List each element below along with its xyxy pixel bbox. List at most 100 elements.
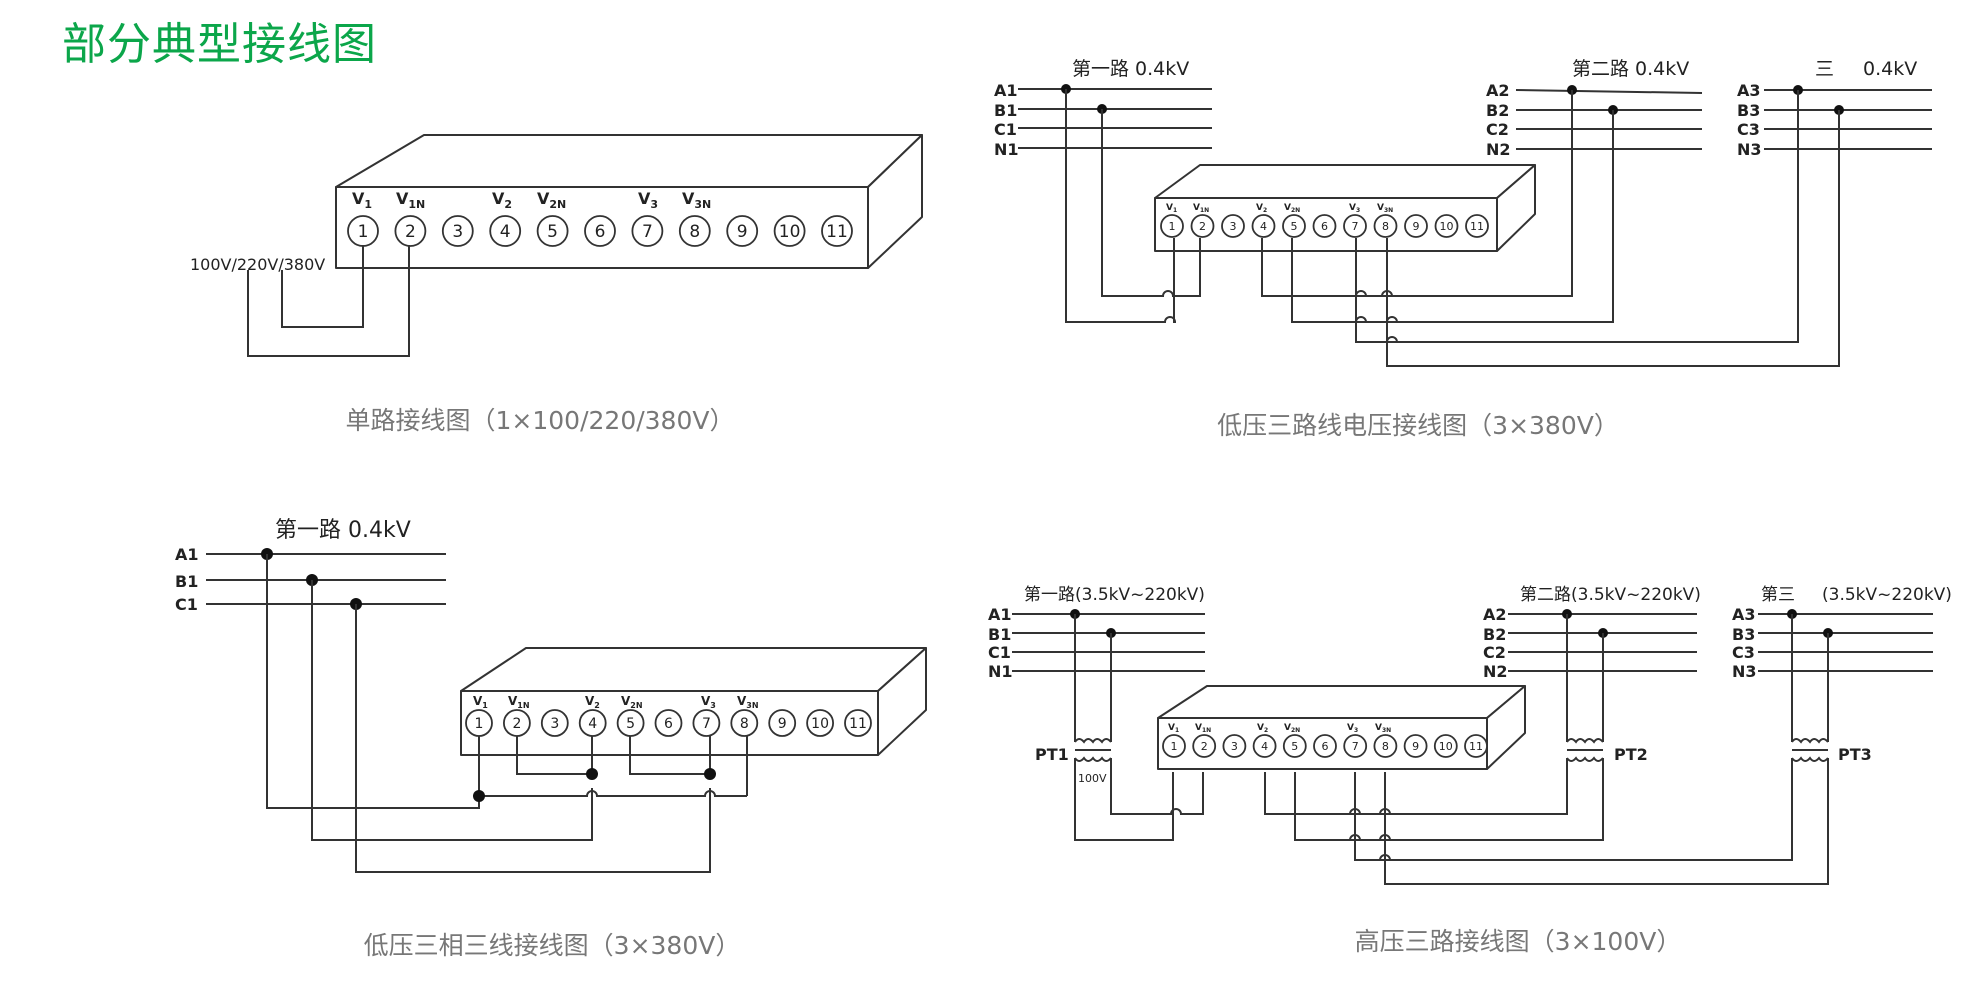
terminal-9 <box>1404 214 1428 238</box>
terminal-3 <box>1222 734 1247 758</box>
terminal-4 <box>1252 734 1277 758</box>
terminal-5 <box>1282 734 1307 758</box>
terminal-number: 6 <box>1321 220 1328 233</box>
terminal-8 <box>1373 214 1398 238</box>
terminal-5 <box>536 215 569 247</box>
terminal-number: 4 <box>1260 220 1267 233</box>
pt3-label: PT3 <box>1838 745 1872 764</box>
terminal-8 <box>1373 734 1398 758</box>
label-v1n: V1N <box>508 694 530 710</box>
terminal-number: 2 <box>405 222 416 242</box>
terminal-number: 7 <box>1352 740 1359 753</box>
terminal-number: 11 <box>826 222 848 242</box>
terminal-number: 10 <box>1439 740 1453 753</box>
group1-header: 第一路(3.5kV~220kV) <box>1024 585 1205 605</box>
terminal-number: 4 <box>588 716 597 732</box>
label-v3: V3 <box>701 694 716 710</box>
label-v3n: V3N <box>737 694 759 710</box>
label-v3n: V3N <box>1377 203 1393 214</box>
terminal-number: 2 <box>512 716 521 732</box>
terminal-3 <box>441 215 474 247</box>
terminal-number: 11 <box>1470 220 1484 233</box>
terminal-11 <box>821 215 853 247</box>
label-v1: V1 <box>1168 723 1179 734</box>
line-label: B3 <box>1737 101 1760 120</box>
input-voltage-label: 100V/220V/380V <box>190 255 325 274</box>
label-v2n: V2N <box>621 694 643 710</box>
group1-header: 第一路 0.4kV <box>275 518 411 543</box>
label-v1: V1 <box>473 694 488 710</box>
terminal-number: 11 <box>849 716 867 732</box>
terminal-number: 3 <box>1231 740 1238 753</box>
terminal-11 <box>1465 214 1489 238</box>
pt2-label: PT2 <box>1614 745 1648 764</box>
line-label: N2 <box>1483 662 1508 681</box>
terminal-11 <box>844 709 872 737</box>
line-label: N2 <box>1486 140 1511 159</box>
label-v1n: V1N <box>396 189 425 211</box>
terminal-2 <box>1190 214 1215 238</box>
terminal-6 <box>654 709 683 737</box>
terminal-number: 10 <box>779 222 801 242</box>
label-v2: V2 <box>1256 203 1267 214</box>
label-v3n: V3N <box>1375 723 1391 734</box>
label-v2: V2 <box>585 694 600 710</box>
label-v3: V3 <box>638 189 658 211</box>
page-title: 部分典型接线图 <box>62 19 377 70</box>
terminal-number: 6 <box>595 222 606 242</box>
terminal-number: 11 <box>1469 740 1483 753</box>
terminal-number: 1 <box>1169 220 1176 233</box>
terminal-number: 4 <box>500 222 511 242</box>
label-v2: V2 <box>492 189 512 211</box>
terminal-number: 3 <box>1230 220 1237 233</box>
terminal-number: 1 <box>1171 740 1178 753</box>
line-label: A2 <box>1483 605 1507 624</box>
diagram-hv: 第一路(3.5kV~220kV) 第二路(3.5kV~220kV) 第三 (3.… <box>988 585 1952 885</box>
line-label: B2 <box>1486 101 1509 120</box>
line-label: B2 <box>1483 625 1506 644</box>
pt1-secondary-label: 100V <box>1078 772 1107 785</box>
line-label: A1 <box>175 545 199 564</box>
terminal-7 <box>631 215 664 247</box>
caption-lv-3phase: 低压三相三线接线图（3×380V） <box>364 931 741 960</box>
terminal-10 <box>773 215 806 247</box>
terminal-2 <box>394 215 427 247</box>
terminal-number: 5 <box>1291 220 1298 233</box>
terminal-number: 7 <box>1352 220 1359 233</box>
terminal-number: 4 <box>1261 740 1268 753</box>
terminal-5 <box>1282 214 1306 238</box>
diagram-lv-voltage: 第一路 0.4kV 第二路 0.4kV 三 0.4kV A1 B1 C1 N1 … <box>994 58 1932 367</box>
line-label: C2 <box>1483 643 1506 662</box>
label-v1n: V1N <box>1193 203 1209 214</box>
terminal-number: 9 <box>778 716 787 732</box>
terminal-number: 10 <box>1440 220 1454 233</box>
pt2-transformer <box>1264 614 1604 841</box>
group2-header: 第二路(3.5kV~220kV) <box>1520 585 1701 605</box>
line-label: B1 <box>175 572 198 591</box>
terminal-4 <box>1251 214 1276 238</box>
label-v2n: V2N <box>1284 203 1300 214</box>
line-label: A3 <box>1737 81 1761 100</box>
line-label: A2 <box>1486 81 1510 100</box>
terminal-number: 5 <box>626 716 635 732</box>
terminal-10 <box>1433 734 1458 758</box>
line-label: N3 <box>1737 140 1762 159</box>
label-v3n: V3N <box>682 189 711 211</box>
terminal-number: 9 <box>737 222 748 242</box>
label-v2n: V2N <box>537 189 566 211</box>
terminal-number: 6 <box>1322 740 1329 753</box>
line-label: A3 <box>1732 605 1756 624</box>
pt1-transformer <box>1074 614 1204 841</box>
terminal-number: 3 <box>452 222 463 242</box>
terminal-number: 8 <box>1382 220 1389 233</box>
label-v2n: V2N <box>1284 723 1300 734</box>
terminal-number: 8 <box>740 716 749 732</box>
line-label: N3 <box>1732 662 1757 681</box>
line-label: N1 <box>988 662 1013 681</box>
group3-header-b: 0.4kV <box>1863 58 1917 80</box>
terminal-7 <box>1343 734 1368 758</box>
